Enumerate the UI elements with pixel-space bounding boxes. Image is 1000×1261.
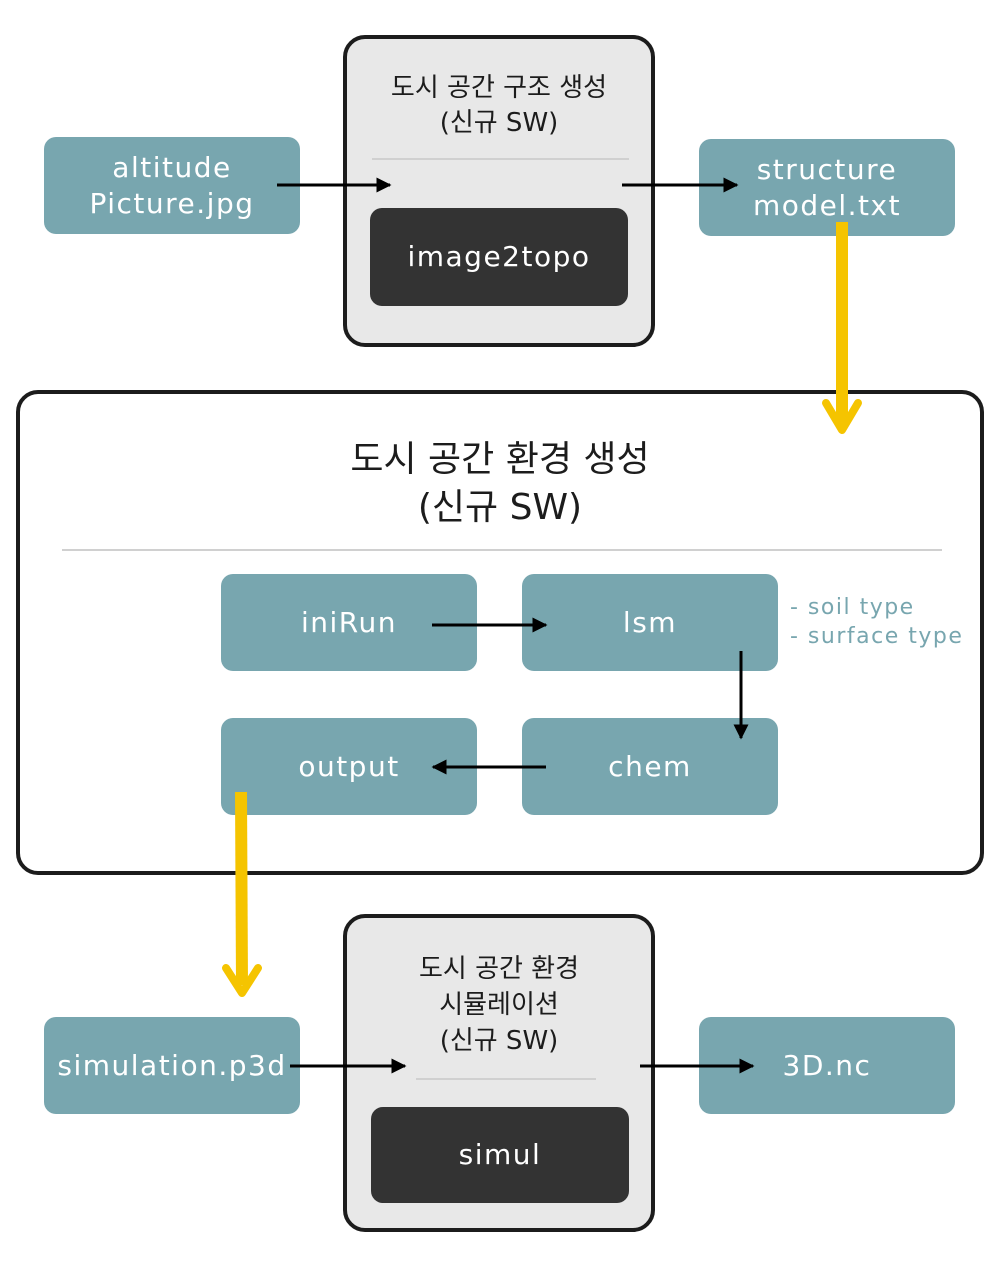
environment-panel-title: 도시 공간 환경 생성 (신규 SW) [350,439,650,528]
image2topo-tool-box: image2topo [370,208,628,306]
inirun-module: iniRun [221,574,477,671]
lsm-note-soil-type: - soil type [790,595,915,620]
simul-tool-box: simul [371,1107,629,1203]
lsm-module: lsm [522,574,778,671]
structure-model-file: structure model.txt [699,139,955,236]
structure-generation-panel: 도시 공간 구조 생성 (신규 SW) image2topo [343,35,655,347]
simulation-panel: 도시 공간 환경 시뮬레이션 (신규 SW) simul [343,914,655,1232]
simulation-panel-divider [416,1078,596,1080]
lsm-note-surface-type: - surface type [790,624,964,649]
structure-panel-title: 도시 공간 구조 생성 (신규 SW) [390,73,608,138]
simulation-p3d-file: simulation.p3d [44,1017,300,1114]
simulation-panel-title: 도시 공간 환경 시뮬레이션 (신규 SW) [418,954,580,1056]
yellow-arrow-output-to-simulation-shaft [235,791,248,986]
altitude-picture-file: altitude Picture.jpg [44,137,300,234]
environment-generation-panel: 도시 공간 환경 생성 (신규 SW) [16,390,984,875]
environment-panel-divider [62,549,942,551]
yellow-arrow-model-to-environment-head [822,399,862,434]
yellow-arrow-output-to-simulation-head [222,964,262,997]
structure-panel-divider [372,158,629,160]
